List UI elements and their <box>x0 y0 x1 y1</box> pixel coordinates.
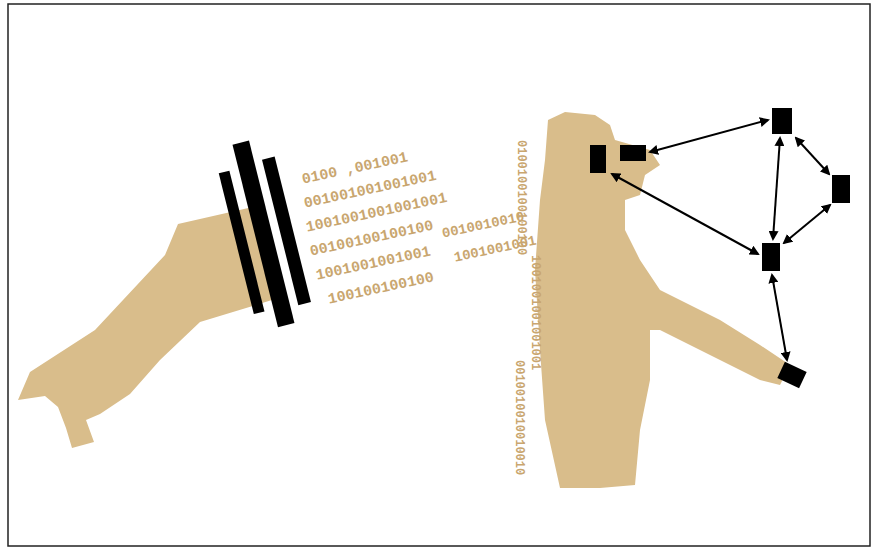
binary-stream-holder: 1001001001001001 <box>528 255 546 370</box>
binary-stream: 0010010010010010 <box>512 360 526 475</box>
binary-stream: 1001001001001001 <box>528 255 542 370</box>
frame <box>8 4 870 546</box>
binary-stream-holder: 0010010010010010 <box>512 360 530 475</box>
arm-silhouette <box>18 205 272 448</box>
network-arrows <box>612 120 830 360</box>
binary-stream: 0100100100100100 <box>514 140 528 255</box>
binary-stream-holder: 0100100100100100 <box>514 140 532 255</box>
arm-bands <box>219 141 311 328</box>
sensor-blocks <box>590 108 850 388</box>
person-silhouette <box>535 112 790 488</box>
